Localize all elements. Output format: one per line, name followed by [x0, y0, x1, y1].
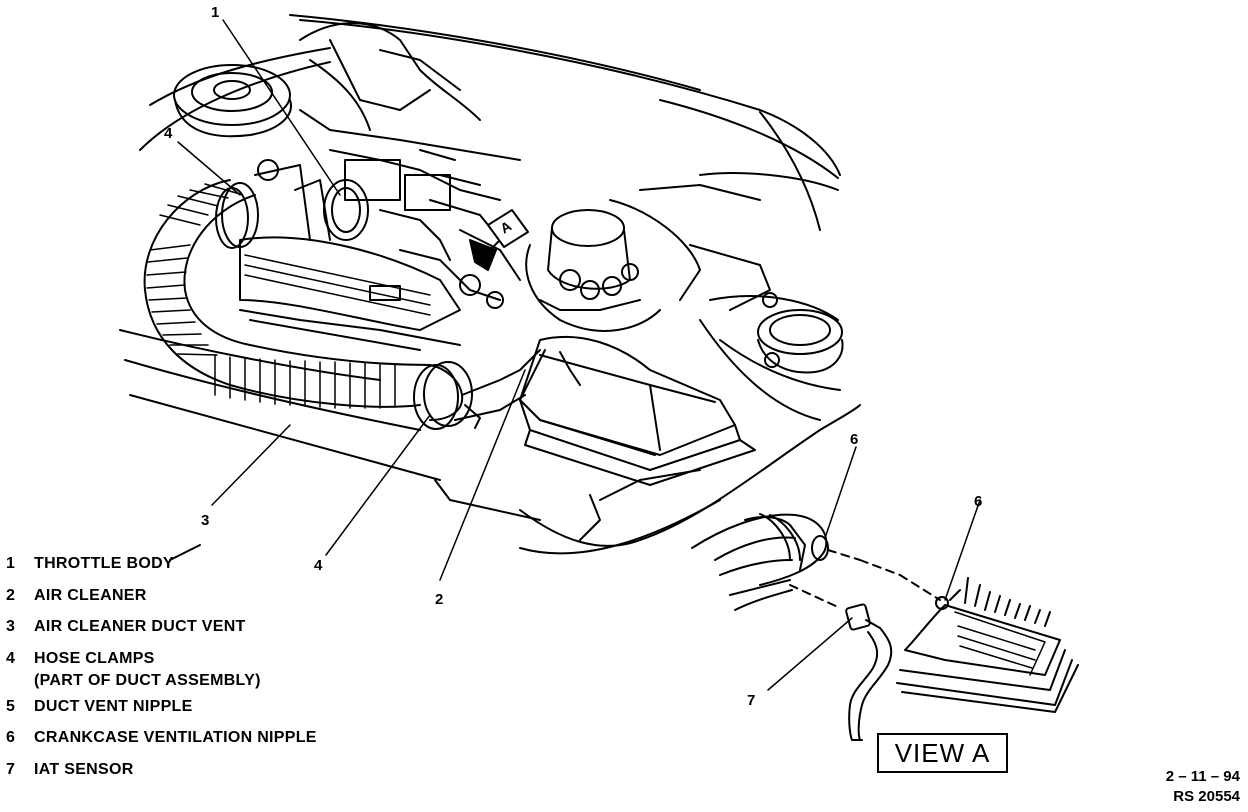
valve-cover — [239, 236, 461, 351]
legend-item: 5 DUCT VENT NIPPLE — [6, 696, 317, 718]
master-cylinder — [525, 199, 771, 332]
callout-6-left: 6 — [850, 431, 859, 448]
legend-text: HOSE CLAMPS — [34, 649, 155, 667]
legend-number: 5 — [6, 697, 16, 715]
leader-2 — [439, 369, 526, 581]
stamp-reference: RS 20554 — [1173, 788, 1240, 805]
legend-text: IAT SENSOR — [34, 760, 134, 778]
legend-number: 1 — [6, 555, 16, 572]
callout-4-bottom: 4 — [314, 557, 323, 574]
legend-text: CRANKCASE VENTILATION NIPPLE — [34, 729, 317, 746]
leader-lines — [177, 19, 981, 691]
legend-number: 3 — [6, 618, 16, 635]
upper-engine-cluster — [254, 22, 521, 309]
legend-text: THROTTLE BODY — [34, 555, 174, 572]
leader-7 — [767, 617, 853, 691]
view-a-indicator — [469, 209, 529, 271]
legend-number: 6 — [6, 729, 16, 746]
parts-legend: 1 THROTTLE BODY 2 AIR CLEANER 3 AIR CLEA… — [6, 553, 317, 790]
callout-7: 7 — [747, 692, 756, 709]
strut-tower-right — [757, 292, 844, 374]
stamp-date: 2 – 11 – 94 — [1165, 768, 1240, 785]
throttle-body-bore — [323, 179, 369, 241]
leader-4-bottom — [325, 414, 431, 556]
leader-1 — [222, 19, 341, 196]
legend-text: AIR CLEANER — [34, 586, 147, 604]
air-cleaner-box — [519, 335, 756, 486]
leader-4-top — [177, 141, 241, 196]
legend-number: 4 — [6, 649, 16, 667]
legend-item: 6 CRANKCASE VENTILATION NIPPLE — [6, 727, 317, 749]
view-a-detail — [691, 513, 1079, 741]
callout-6-right: 6 — [974, 493, 983, 510]
legend-text: DUCT VENT NIPPLE — [34, 697, 193, 715]
callout-3: 3 — [201, 512, 210, 529]
legend-number: 7 — [6, 760, 16, 778]
legend-item: 1 THROTTLE BODY — [6, 553, 317, 575]
legend-item: 7 IAT SENSOR — [6, 759, 317, 781]
callout-2: 2 — [435, 591, 444, 608]
legend-number: 2 — [6, 586, 16, 604]
leader-6-right — [944, 499, 981, 601]
callout-4-top: 4 — [164, 125, 173, 142]
leader-6-left — [824, 446, 857, 539]
legend-item: 4 HOSE CLAMPS (PART OF DUCT ASSEMBLY) — [6, 648, 317, 692]
legend-text: AIR CLEANER DUCT VENT — [34, 618, 246, 635]
legend-text-secondary: (PART OF DUCT ASSEMBLY) — [34, 671, 261, 689]
body-panel-lines — [119, 14, 861, 561]
view-a-label: VIEW A — [877, 733, 1008, 773]
legend-item: 2 AIR CLEANER — [6, 585, 317, 607]
strut-tower-left — [173, 64, 292, 138]
callout-1: 1 — [211, 4, 220, 21]
leader-3 — [211, 424, 291, 506]
legend-item: 3 AIR CLEANER DUCT VENT — [6, 616, 317, 638]
